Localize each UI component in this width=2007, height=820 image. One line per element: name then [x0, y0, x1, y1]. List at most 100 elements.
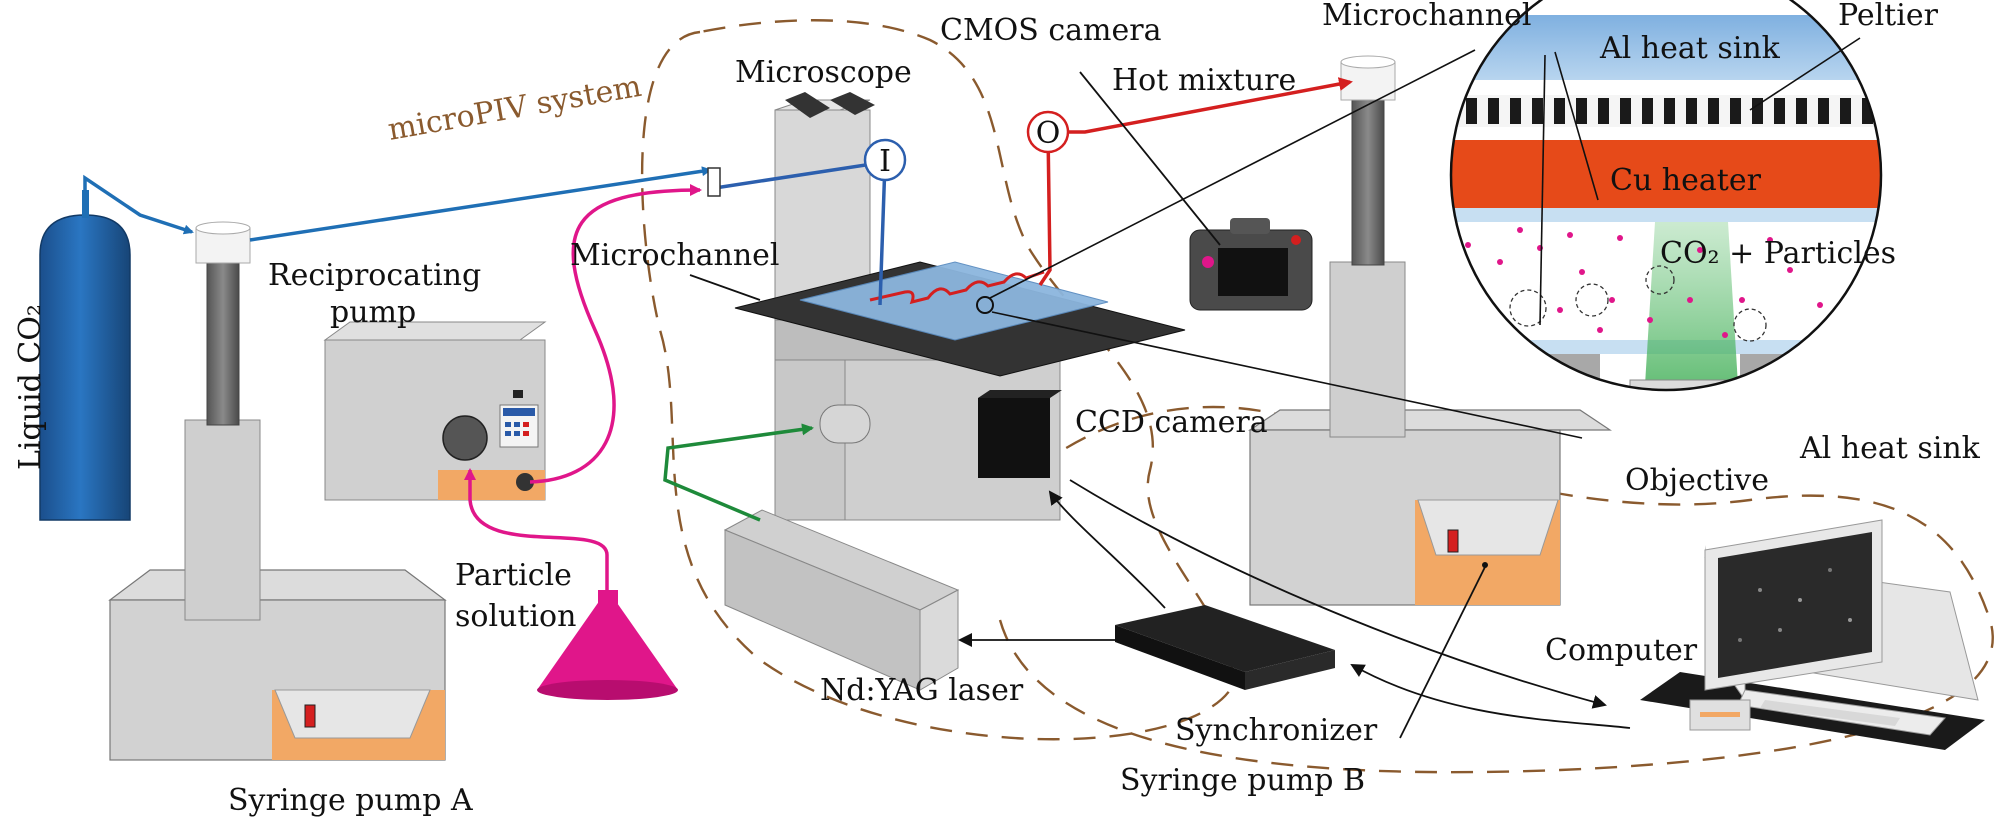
inset-al-heat-sink-bottom-label: Al heat sink [1799, 431, 1981, 466]
outlet-port: O [1026, 110, 1070, 154]
peltier-element [1598, 98, 1609, 124]
outlet-port-label: O [1036, 116, 1061, 151]
zoom-line-bottom [991, 311, 1583, 439]
synchronizer [1115, 605, 1335, 690]
cmos-camera [1189, 218, 1313, 311]
microchannel-cross-section-inset [1449, 0, 1895, 392]
liquid-co2-cylinder [39, 190, 131, 521]
peltier-element [1532, 98, 1543, 124]
laser-line [663, 423, 814, 522]
peltier-element [1554, 98, 1565, 124]
leader-microchannel-left [689, 274, 761, 301]
nd-yag-laser [723, 509, 960, 691]
peltier-element [1796, 98, 1807, 124]
leader-cmos [1079, 71, 1221, 246]
particle-dot [1597, 327, 1603, 333]
peltier-element [1752, 98, 1763, 124]
particle-dot [1687, 297, 1693, 303]
ccd-camera-label: CCD camera [1075, 405, 1268, 440]
peltier-element [1862, 98, 1873, 124]
serpentine-channel [869, 270, 1045, 305]
inset-microchannel-label: Microchannel [1322, 0, 1532, 33]
peltier-element [1510, 98, 1521, 124]
inlet-port-label: I [879, 144, 891, 179]
particle-line-flask-to-pump [464, 468, 609, 590]
microscope-label: Microscope [735, 55, 912, 90]
peltier-elements [1451, 98, 1895, 124]
peltier-element [1620, 98, 1631, 124]
peltier-element [1774, 98, 1785, 124]
particle-dot [1855, 282, 1861, 288]
leader-inset-microchannel-2 [1539, 54, 1546, 326]
syringe-pump-a[interactable] [108, 221, 447, 761]
computer-monitor [1689, 519, 1946, 736]
peltier-element [1664, 98, 1675, 124]
peltier-element [1576, 98, 1587, 124]
peltier-element [1466, 98, 1477, 124]
particle-dot [1497, 259, 1503, 265]
reciprocating-pump-label-2: pump [330, 295, 416, 330]
signal-synchronizer-to-ccd [1048, 490, 1166, 609]
particle-dot [1722, 332, 1728, 338]
peltier-element [1488, 98, 1499, 124]
particle-dot [1817, 302, 1823, 308]
particle-dot [1609, 297, 1615, 303]
computer-boundary [998, 405, 1994, 774]
co2-line-pump-a-to-inlet [249, 166, 712, 242]
leader-inset-microchannel-1 [1554, 51, 1599, 201]
particle-solution-label-2: solution [455, 599, 576, 634]
signal-computer-to-synchronizer [1350, 664, 1631, 729]
particle-dot [1579, 269, 1585, 275]
co2-line-cylinder-to-pump-a [83, 174, 194, 235]
particle-dot [1617, 235, 1623, 241]
peltier-element [1840, 98, 1851, 124]
cmos-camera-label: CMOS camera [940, 13, 1162, 48]
t-junction [707, 167, 721, 197]
particle-dot [1767, 237, 1773, 243]
particle-dot [1787, 267, 1793, 273]
signal-ccd-to-computer [1069, 479, 1607, 709]
particle-dot [1497, 317, 1503, 323]
particle-dot [1647, 317, 1653, 323]
microchannel-left-label: Microchannel [570, 238, 780, 273]
hot-mixture-label: Hot mixture [1112, 63, 1296, 98]
particle-dot [1739, 297, 1745, 303]
particle-dot [1557, 307, 1563, 313]
particle-dot [1867, 317, 1873, 323]
peltier-element [1818, 98, 1829, 124]
peltier-element [1451, 98, 1455, 124]
inset-peltier-label: Peltier [1838, 0, 1939, 33]
ccd-camera [978, 390, 1062, 478]
liquid-co2-label: Liquid CO₂ [13, 304, 48, 470]
syringe-pump-b[interactable] [1248, 55, 1612, 606]
peltier-element [1708, 98, 1719, 124]
objective [1629, 379, 1751, 390]
particle-solution-label-1: Particle [455, 558, 572, 593]
peltier-element [1884, 98, 1895, 124]
peltier-element [1686, 98, 1697, 124]
particle-dot [1465, 242, 1471, 248]
laser-beam [1645, 222, 1738, 385]
zoom-spot [976, 296, 994, 314]
inset-objective-label: Objective [1625, 463, 1769, 498]
particle-dot [1697, 247, 1703, 253]
inset-co2-particles-label: CO₂ + Particles [1660, 236, 1896, 271]
syringe-pump-a-label: Syringe pump A [228, 783, 473, 818]
particle-dot [1837, 327, 1843, 333]
particle-line-pump-to-junction [529, 184, 702, 484]
computer-label: Computer [1545, 633, 1698, 668]
particle-dot [1567, 232, 1573, 238]
peltier-element [1730, 98, 1741, 124]
leader-inset-peltier [1749, 37, 1861, 111]
nd-yag-laser-label: Nd:YAG laser [820, 673, 1024, 708]
reciprocating-pump[interactable] [323, 321, 547, 501]
reciprocating-pump-label-1: Reciprocating [268, 258, 481, 293]
al-heat-sink-top [1451, 15, 1881, 80]
leader-syringe-pump-b [1399, 566, 1486, 739]
particle-dot [1452, 302, 1458, 308]
inlet-port: I [863, 138, 907, 182]
particle-dot [1517, 227, 1523, 233]
inset-al-heat-sink-top-label: Al heat sink [1599, 31, 1781, 66]
